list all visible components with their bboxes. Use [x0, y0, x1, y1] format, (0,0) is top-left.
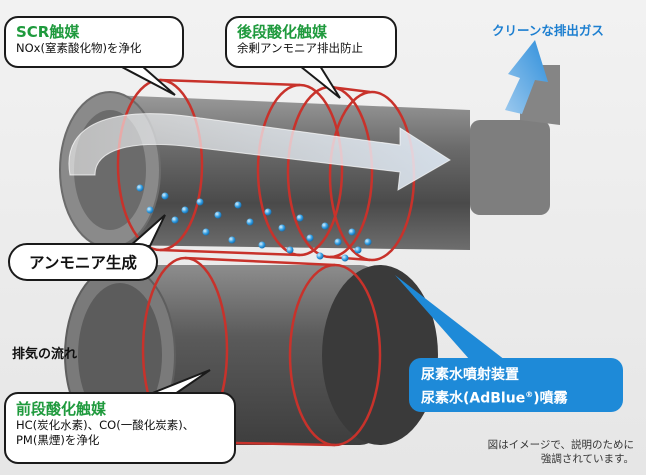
illustration-note: 図はイメージで、説明のために 強調されています。: [488, 438, 634, 466]
scr-catalyst-callout: SCR触媒 NOx(窒素酸化物)を浄化: [4, 16, 184, 68]
urea-spray-suffix: )噴霧: [533, 390, 568, 407]
pre-oxidation-catalyst-callout: 前段酸化触媒 HC(炭化水素)、CO(一酸化炭素)、 PM(黒煙)を浄化: [4, 392, 236, 464]
registered-mark: ®: [525, 390, 534, 399]
clean-exhaust-arrow-icon: [505, 40, 548, 114]
post-oxidation-catalyst-callout: 後段酸化触媒 余剰アンモニア排出防止: [225, 16, 397, 68]
urea-box-pointer: [395, 275, 505, 360]
urea-injector-title: 尿素水噴射装置: [421, 367, 519, 383]
urea-droplets-icon: [136, 184, 372, 262]
scr-catalyst-desc: NOx(窒素酸化物)を浄化: [16, 41, 142, 55]
exhaust-flow-label: 排気の流れ: [12, 347, 78, 362]
illustration-note-line1: 図はイメージで、説明のために: [487, 439, 634, 451]
flow-arrow-icon: [68, 113, 451, 191]
urea-injector-box: 尿素水噴射装置 尿素水(AdBlue®)噴霧: [409, 358, 623, 412]
ammonia-generation-label: アンモニア生成: [29, 254, 137, 272]
pre-oxidation-catalyst-title: 前段酸化触媒: [16, 400, 107, 418]
post-oxidation-catalyst-desc: 余剰アンモニア排出防止: [237, 41, 364, 55]
ammonia-generation-callout: アンモニア生成: [8, 243, 158, 281]
urea-spray-text: 尿素水(AdBlue: [421, 390, 526, 407]
urea-spray-label: 尿素水(AdBlue®)噴霧: [421, 385, 623, 409]
pre-oxidation-catalyst-desc-line2: PM(黒煙)を浄化: [16, 433, 100, 447]
post-oxidation-catalyst-title: 後段酸化触媒: [237, 23, 328, 41]
pre-oxidation-catalyst-desc-line1: HC(炭化水素)、CO(一酸化炭素)、: [16, 418, 195, 432]
scr-catalyst-title: SCR触媒: [16, 23, 80, 41]
illustration-note-line2: 強調されています。: [540, 453, 634, 465]
callout-pointers: [119, 65, 341, 395]
clean-exhaust-label: クリーンな排出ガス: [492, 23, 604, 38]
